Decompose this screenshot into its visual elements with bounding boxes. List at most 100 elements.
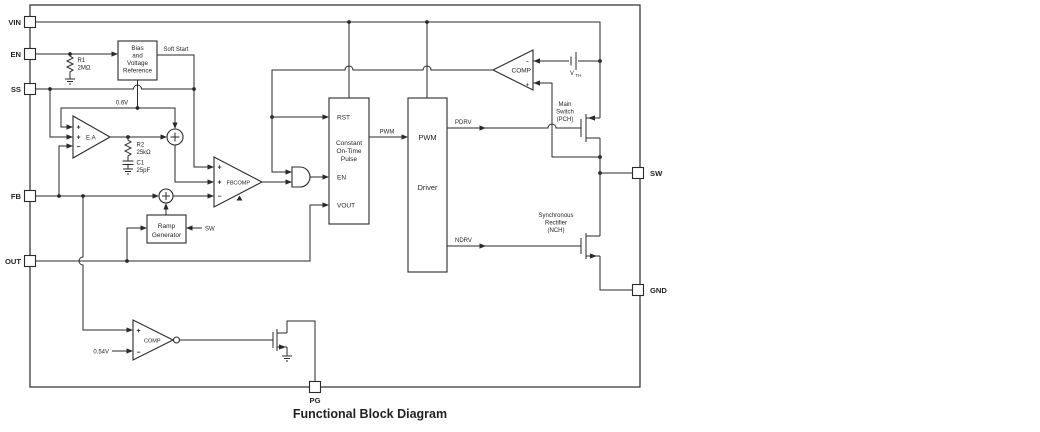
pin-fb: [23, 189, 37, 203]
driver-label-2: Driver: [418, 183, 439, 192]
block-pwm-driver: PWM Driver: [407, 97, 448, 273]
c1-name: C1: [137, 161, 145, 167]
pin-ss: [23, 82, 37, 96]
wire-gnd-pin: [599, 256, 633, 291]
pin-sw: [631, 166, 645, 180]
soft-start-label: Soft Start: [163, 47, 188, 53]
fbcomp-comparator: + + − FBCOMP: [213, 156, 264, 208]
wire-zc-out: [271, 65, 493, 173]
pin-label-en: EN: [10, 50, 21, 59]
vth-label: V: [570, 71, 574, 77]
wire-ss: [35, 84, 194, 90]
wire-pg-drain: [286, 320, 316, 382]
ramp-label-1: Ramp: [158, 223, 176, 230]
zc-minus: −: [526, 59, 529, 65]
pin-en: [23, 47, 37, 61]
wire-r1: [65, 54, 75, 79]
driver-label-1: PWM: [418, 133, 436, 142]
nch-label-1: Synchronous: [538, 213, 573, 219]
c1-value: 25pF: [137, 168, 151, 174]
cot-label-1: Constant: [336, 140, 362, 147]
summer-2: [158, 188, 174, 204]
vth-label-sub: TH: [576, 73, 582, 78]
bias-label-2: and: [132, 53, 143, 60]
error-amplifier: + + − E.A: [72, 115, 112, 159]
junction-dots: [48, 20, 602, 263]
block-constant-on-time: RST Constant On-Time Pulse EN VOUT: [328, 97, 370, 225]
fbcomp-offset-icon: [236, 195, 243, 201]
cot-label-3: Pulse: [341, 156, 358, 163]
ground-symbol-r2: [123, 168, 133, 175]
wire-sw-sense: [533, 82, 600, 158]
ndrv-label: NDRV: [455, 238, 472, 244]
cot-port-vout: VOUT: [337, 203, 355, 210]
bias-label-1: Bias: [131, 45, 143, 52]
ea-plus-2: +: [77, 135, 81, 142]
ref-06v-label: 0.6V: [116, 101, 128, 107]
main-switch-pch: [580, 114, 600, 142]
ramp-label-2: Generator: [152, 232, 182, 239]
ground-symbol-pgfet: [282, 355, 292, 362]
pin-label-fb: FB: [11, 192, 22, 201]
ea-label: E.A: [86, 136, 96, 142]
wire-r2-c1: [122, 137, 134, 169]
wire-ss-to-ea: [49, 89, 69, 138]
pgfet-source-arrow-icon: [279, 344, 286, 350]
pin-gnd: [631, 283, 645, 297]
fbcomp-plus-2: +: [218, 180, 222, 187]
ea-minus: −: [77, 144, 81, 151]
pin-label-pg: PG: [310, 396, 321, 405]
pin-pg: [308, 380, 322, 394]
pin-out: [23, 254, 37, 268]
pdrv-label: PDRV: [455, 120, 472, 126]
pgcomp-minus: −: [137, 350, 141, 357]
ground-symbol-r1: [65, 78, 75, 85]
pin-label-vin: VIN: [8, 18, 21, 27]
r2-value: 25kΩ: [137, 150, 152, 156]
pch-label-2: Switch: [556, 110, 574, 116]
wire-fb-to-ea: [58, 145, 69, 196]
r1-value: 2MΩ: [78, 66, 91, 72]
pin-label-out: OUT: [5, 257, 21, 266]
pg-ref-label: 0.54V: [93, 350, 109, 356]
cot-label-2: On-Time: [336, 148, 361, 155]
and-gate: [291, 166, 311, 188]
block-bias: Bias and Voltage Reference: [117, 40, 158, 81]
power-good-comparator: + − COMP: [132, 319, 181, 361]
summer-1: [166, 128, 184, 146]
sync-rectifier-nch: [580, 233, 600, 259]
cot-port-rst: RST: [337, 115, 350, 122]
pgcomp-plus: +: [137, 328, 141, 335]
pwm-label: PWM: [380, 130, 395, 136]
arrowheads: [66, 51, 540, 354]
wire-ref-06v: [60, 107, 176, 128]
labels: R1 2MΩ Soft Start 0.6V R2 25kΩ C1 25pF S…: [78, 47, 582, 356]
bias-label-4: Reference: [123, 68, 153, 75]
cot-port-en: EN: [337, 175, 346, 182]
ramp-sw-label: SW: [205, 227, 215, 233]
pch-label-3: (PCH): [557, 117, 574, 123]
diagram-caption: Functional Block Diagram: [293, 407, 447, 421]
wire-soft-start: [157, 54, 210, 168]
wires: [35, 21, 633, 382]
pin-label-sw: SW: [650, 169, 663, 178]
wire-out-vout: [35, 204, 325, 262]
zc-comp-label: COMP: [512, 68, 532, 75]
pg-fet: [272, 329, 287, 351]
ea-plus-1: +: [77, 125, 81, 132]
pins: VIN EN SS FB OUT SW GND PG: [5, 15, 667, 405]
fbcomp-label: FBCOMP: [227, 181, 251, 187]
wire-sum1-out: [174, 145, 210, 183]
wire-out-to-ramp: [126, 227, 143, 261]
pin-label-gnd: GND: [650, 286, 667, 295]
pch-source-arrow-icon: [588, 115, 595, 121]
nch-label-2: Rectifier: [545, 221, 567, 227]
fbcomp-minus: −: [218, 194, 222, 201]
r1-name: R1: [78, 58, 86, 64]
nch-source-arrow-icon: [590, 253, 597, 259]
zero-cross-comparator: COMP − +: [491, 49, 534, 91]
block-ramp-generator: Ramp Generator: [146, 214, 187, 244]
fbcomp-plus-1: +: [218, 165, 222, 172]
bias-label-3: Voltage: [127, 60, 149, 67]
